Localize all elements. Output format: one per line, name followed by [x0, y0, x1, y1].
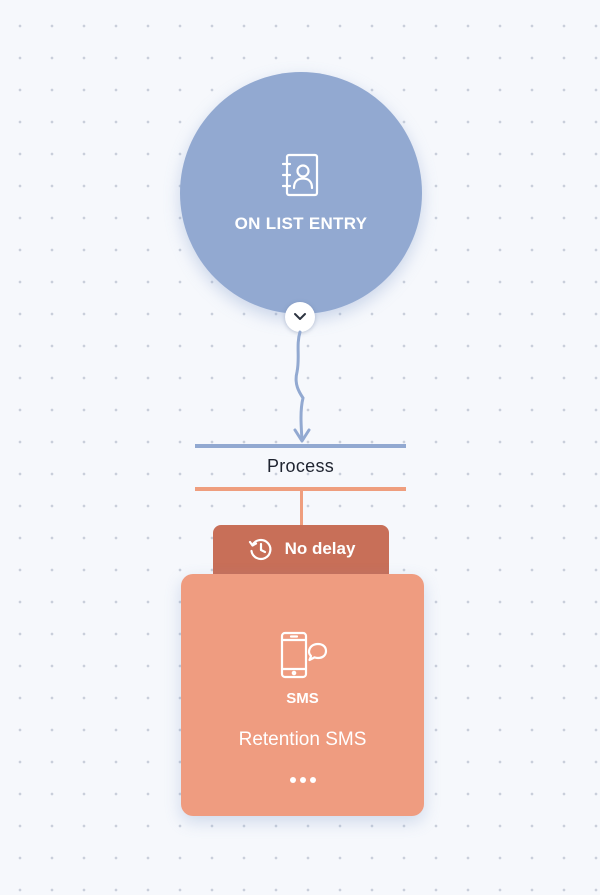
- delay-tab[interactable]: No delay: [213, 525, 389, 577]
- history-clock-icon: [248, 538, 272, 561]
- action-type-label: SMS: [286, 690, 319, 707]
- delay-label: No delay: [284, 539, 356, 558]
- process-line-top: [195, 444, 406, 448]
- contact-list-icon: [281, 153, 319, 197]
- process-stem: [300, 491, 303, 525]
- trigger-node[interactable]: ON LIST ENTRY: [180, 72, 422, 314]
- process-line-bottom: [195, 487, 406, 491]
- trigger-label: ON LIST ENTRY: [234, 214, 368, 233]
- sms-action-card[interactable]: SMS Retention SMS: [181, 574, 424, 816]
- chevron-down-icon: [294, 313, 306, 320]
- action-title: Retention SMS: [238, 729, 367, 750]
- process-label[interactable]: Process: [266, 456, 335, 476]
- expand-toggle-button[interactable]: [285, 302, 315, 332]
- more-dots-icon: [289, 777, 296, 783]
- mobile-sms-icon: [280, 631, 327, 679]
- more-options-button[interactable]: [284, 773, 322, 787]
